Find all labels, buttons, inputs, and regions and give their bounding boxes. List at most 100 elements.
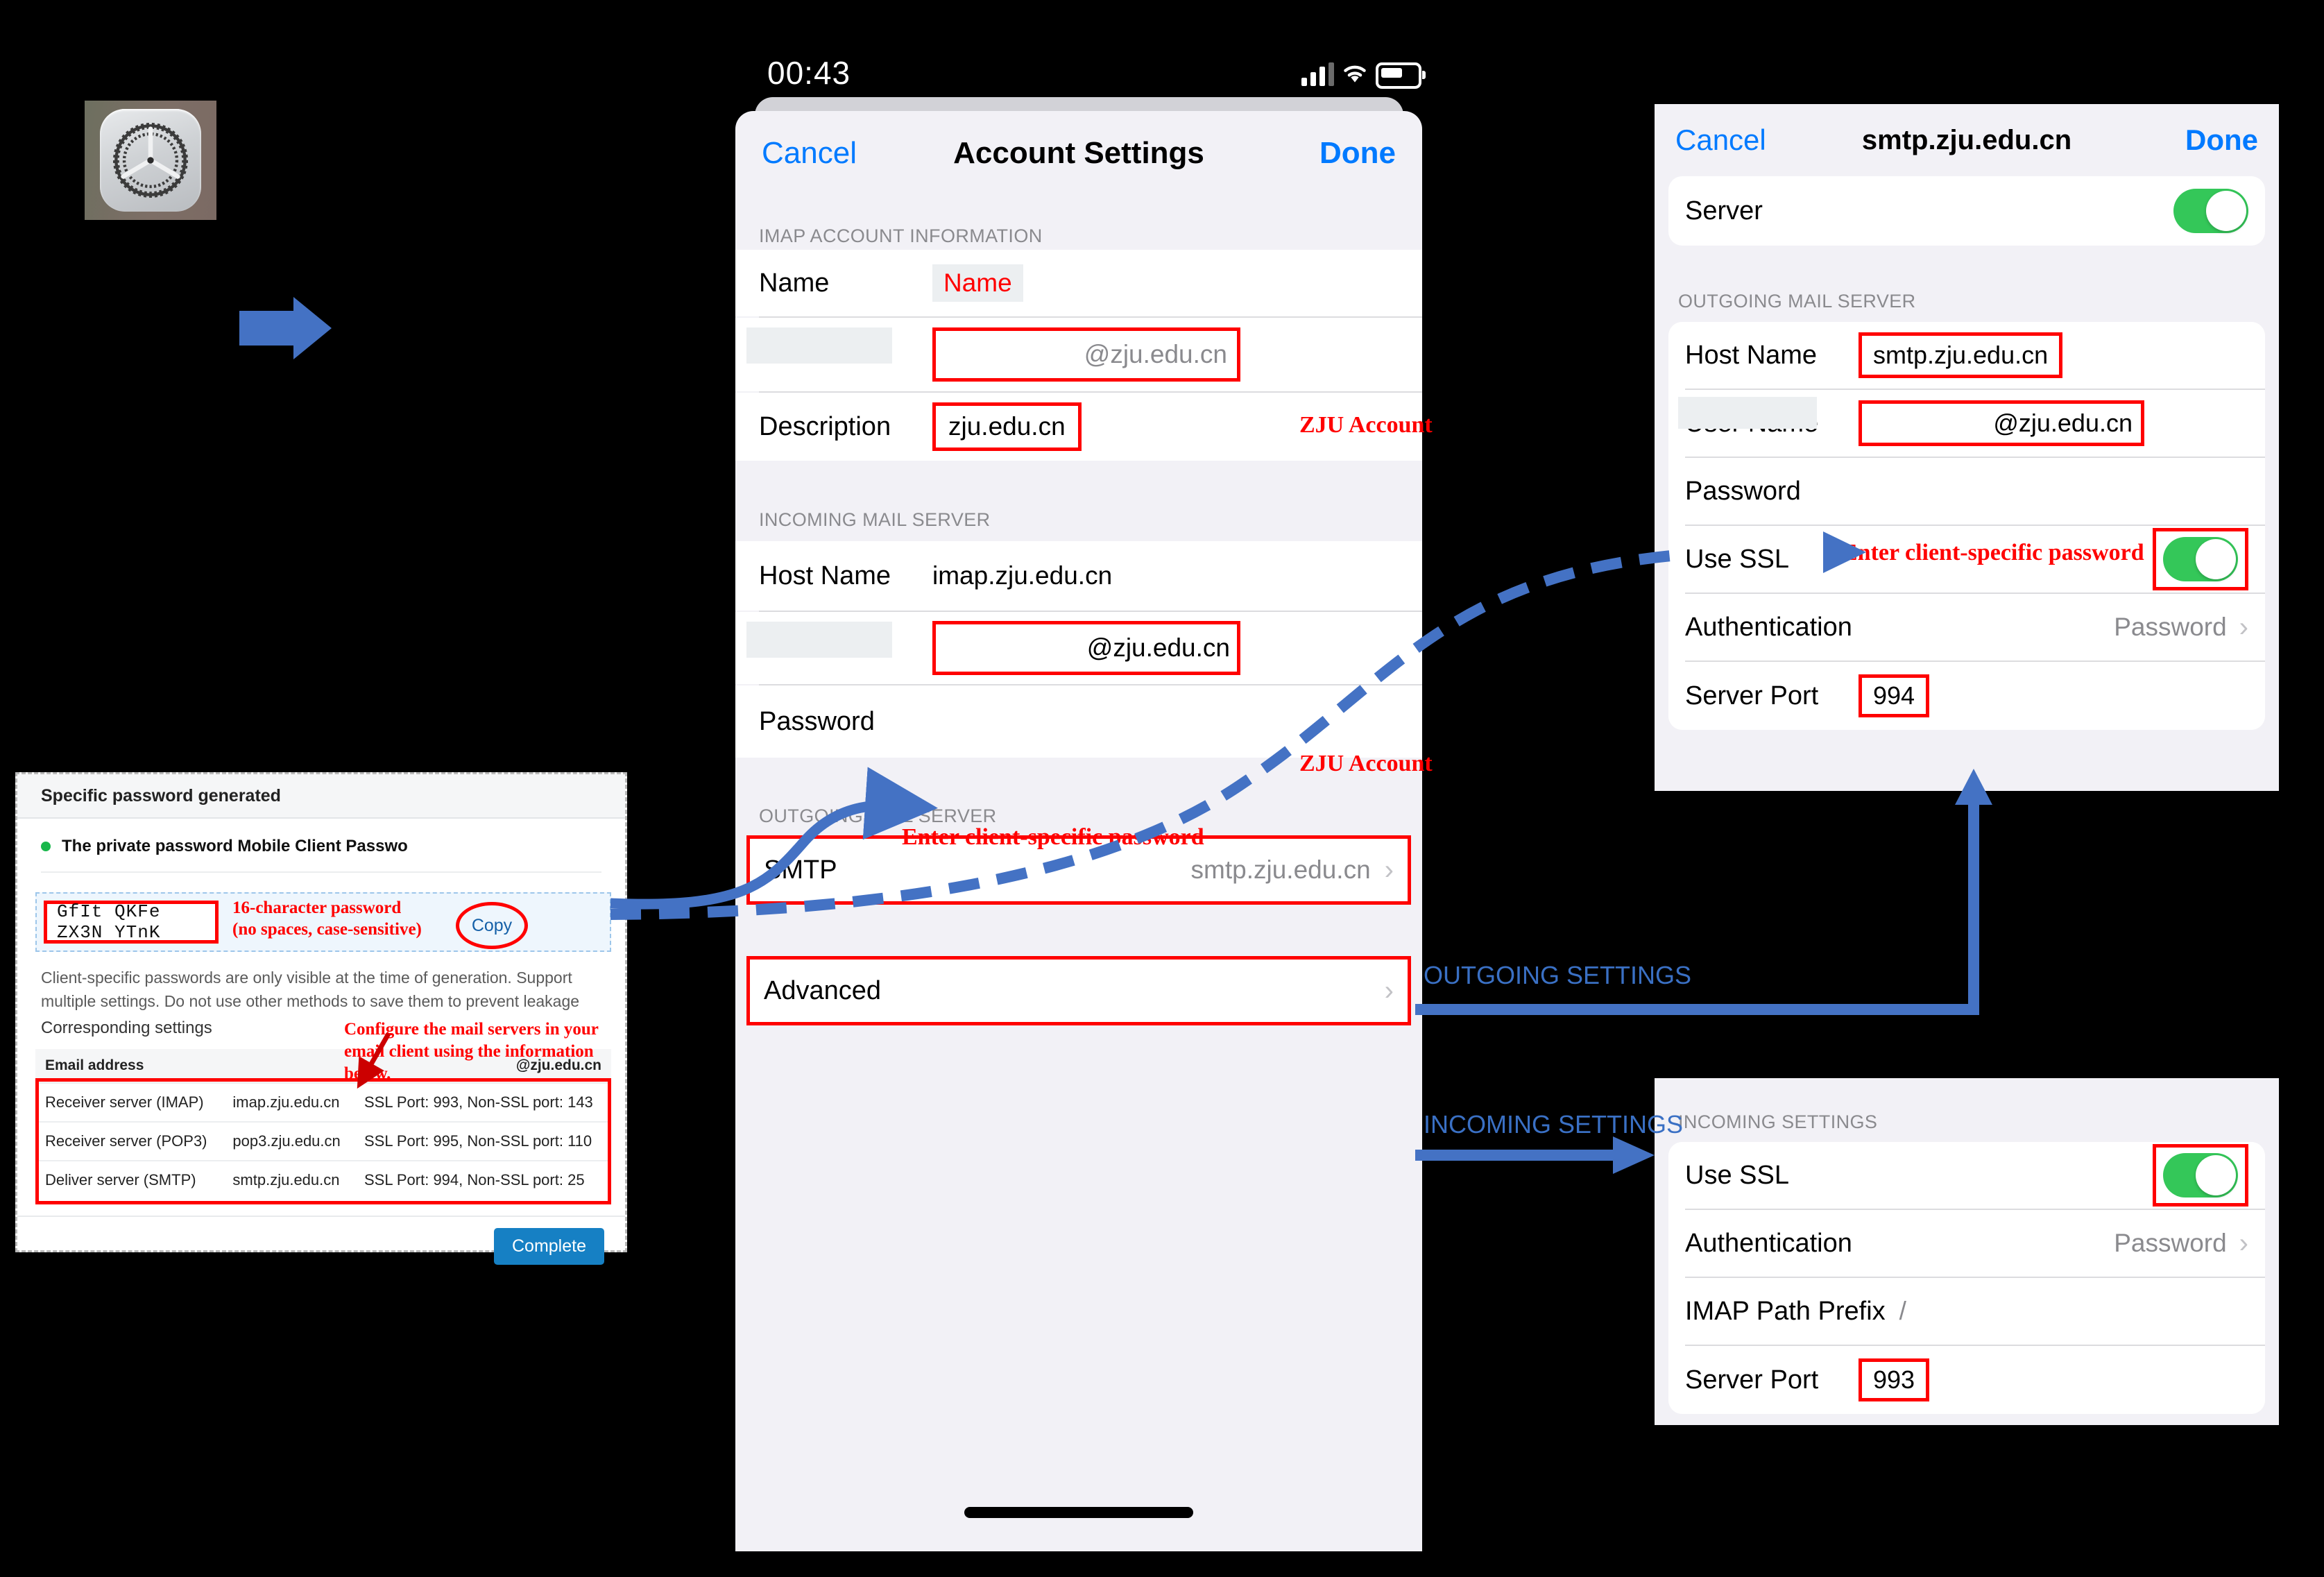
row-imap-path-prefix-value[interactable]: / <box>1899 1297 1906 1325</box>
smtp-settings-panel: Cancel smtp.zju.edu.cn Done Server OUTGO… <box>1655 104 2279 791</box>
smtp-use-ssl-highlight[interactable] <box>2153 528 2248 590</box>
row-advanced[interactable]: Advanced › <box>746 956 1411 1025</box>
section-gap <box>735 905 1422 956</box>
row-description-label: Description <box>759 411 891 441</box>
done-button[interactable]: Done <box>1319 136 1396 170</box>
row-smtp-server-port[interactable]: Server Port 994 <box>1668 662 2265 730</box>
row-divider <box>759 391 1422 393</box>
row-email[interactable]: Email @zju.edu.cn <box>735 318 1422 391</box>
home-indicator <box>964 1507 1193 1518</box>
row-name-label: Name <box>759 268 830 298</box>
status-bar-clock: 00:43 <box>767 55 851 91</box>
cancel-button[interactable]: Cancel <box>762 136 857 170</box>
smtp-done-button[interactable]: Done <box>2185 123 2258 156</box>
row-server-label: Server <box>1685 196 1763 225</box>
copy-button-highlight[interactable]: Copy <box>456 902 528 949</box>
smtp-cancel-button[interactable]: Cancel <box>1675 123 1766 156</box>
row-smtp-password[interactable]: Password <box>1668 458 2265 525</box>
chevron-right-icon: › <box>2239 612 2248 642</box>
row-host-name[interactable]: Host Name imap.zju.edu.cn <box>735 541 1422 611</box>
sheet-navigation-bar: Cancel Account Settings Done <box>735 111 1422 196</box>
email-masked-prefix <box>746 327 892 364</box>
row-advanced-label: Advanced <box>764 975 882 1005</box>
row-incoming-use-ssl[interactable]: Use SSL <box>1668 1142 2265 1209</box>
settings-app-icon <box>85 101 216 220</box>
server-host: smtp.zju.edu.cn <box>223 1160 354 1199</box>
server-ports: SSL Port: 995, Non-SSL port: 110 <box>354 1121 611 1161</box>
annotation-enter-password-phone: Enter client-specific password <box>902 824 1204 850</box>
table-row: Receiver server (POP3) pop3.zju.edu.cn S… <box>35 1121 611 1161</box>
complete-button[interactable]: Complete <box>494 1228 604 1265</box>
row-name[interactable]: Name Name <box>735 250 1422 316</box>
status-bar: 00:43 <box>720 28 1438 91</box>
row-incoming-server-port[interactable]: Server Port 993 <box>1668 1346 2265 1414</box>
generated-password-value[interactable]: GfIt QKFe ZX3N YTnK <box>57 901 161 943</box>
row-divider <box>1685 660 2265 662</box>
table-row: Deliver server (SMTP) smtp.zju.edu.cn SS… <box>35 1160 611 1199</box>
smtp-use-ssl-toggle[interactable] <box>2163 537 2238 581</box>
row-incoming-authentication[interactable]: Authentication Password › <box>1668 1210 2265 1277</box>
row-smtp-server-port-value[interactable]: 994 <box>1873 681 1915 710</box>
server-name: Deliver server (SMTP) <box>35 1160 223 1199</box>
row-user-name[interactable]: User Name @zju.edu.cn <box>735 612 1422 684</box>
row-smtp-use-ssl[interactable]: Use SSL <box>1668 526 2265 593</box>
right-arrow-icon <box>239 297 332 359</box>
row-smtp-use-ssl-label: Use SSL <box>1685 544 1789 574</box>
row-name-value[interactable]: Name <box>943 268 1012 297</box>
generated-password-highlight[interactable]: GfIt QKFe ZX3N YTnK <box>44 901 219 944</box>
incoming-server-port-highlight[interactable]: 993 <box>1859 1358 1930 1401</box>
row-description-value[interactable]: zju.edu.cn <box>948 412 1066 441</box>
chevron-right-icon: › <box>1384 855 1394 885</box>
incoming-use-ssl-toggle[interactable] <box>2163 1153 2238 1197</box>
row-smtp-user-name[interactable]: User Name @zju.edu.cn <box>1668 390 2265 457</box>
row-host-name-value[interactable]: imap.zju.edu.cn <box>932 561 1113 590</box>
row-description[interactable]: Description zju.edu.cn <box>735 393 1422 461</box>
server-host: imap.zju.edu.cn <box>223 1082 354 1122</box>
incoming-settings-panel: INCOMING SETTINGS Use SSL Authentication… <box>1655 1078 2279 1425</box>
row-server-toggle[interactable]: Server <box>1668 176 2265 246</box>
user-name-masked-prefix <box>746 622 892 658</box>
divider <box>41 871 601 873</box>
row-smtp-server-port-label: Server Port <box>1685 681 1819 710</box>
row-smtp-host-name-value[interactable]: smtp.zju.edu.cn <box>1873 341 2049 369</box>
copy-button[interactable]: Copy <box>471 915 513 935</box>
server-ports: SSL Port: 993, Non-SSL port: 143 <box>354 1082 611 1122</box>
smtp-server-port-highlight[interactable]: 994 <box>1859 674 1930 717</box>
row-incoming-server-port-value[interactable]: 993 <box>1873 1365 1915 1394</box>
row-incoming-authentication-label: Authentication <box>1685 1228 1852 1258</box>
email-field-highlight[interactable]: @zju.edu.cn <box>746 327 1240 382</box>
password-annotation: 16-character password (no spaces, case-s… <box>232 897 422 940</box>
row-divider <box>1685 457 2265 458</box>
smtp-host-name-highlight[interactable]: smtp.zju.edu.cn <box>1859 332 2063 378</box>
dialog-bullet-row: The private password Mobile Client Passw… <box>17 819 625 856</box>
row-divider <box>1685 1209 2265 1210</box>
complete-button-wrap[interactable]: Complete <box>494 1228 604 1265</box>
annotation-configure-mail-servers: Configure the mail servers in your email… <box>344 1020 599 1083</box>
dialog-bullet-text: The private password Mobile Client Passw… <box>62 837 408 855</box>
annotation-enter-password-smtp: Enter client-specific password <box>1842 540 2144 565</box>
row-smtp-authentication[interactable]: Authentication Password › <box>1668 594 2265 660</box>
row-user-name-value: @zju.edu.cn <box>1086 633 1230 662</box>
row-smtp-password-label: Password <box>1685 476 1801 506</box>
description-field-highlight[interactable]: zju.edu.cn <box>932 402 1082 451</box>
annotation-zju-account-username: ZJU Account <box>1299 751 1433 776</box>
row-password[interactable]: Password <box>735 685 1422 758</box>
row-divider <box>759 316 1422 318</box>
arrowhead-incoming-panel <box>1613 1136 1655 1174</box>
row-imap-path-prefix[interactable]: IMAP Path Prefix / <box>1668 1278 2265 1345</box>
row-incoming-server-port-label: Server Port <box>1685 1365 1819 1395</box>
corresponding-settings-label: Corresponding settings <box>41 1018 212 1037</box>
smtp-user-name-masked-prefix <box>1678 397 1817 429</box>
server-toggle[interactable] <box>2173 189 2248 233</box>
section-header-incoming-mail-server: INCOMING MAIL SERVER <box>759 509 991 530</box>
annotation-outgoing-settings: OUTGOING SETTINGS <box>1424 961 1692 989</box>
user-name-field-highlight[interactable]: @zju.edu.cn <box>746 621 1240 675</box>
dialog-note: Client-specific passwords are only visib… <box>41 969 580 1010</box>
row-divider <box>1685 389 2265 390</box>
row-divider <box>1685 593 2265 594</box>
row-smtp-host-name[interactable]: Host Name smtp.zju.edu.cn <box>1668 322 2265 389</box>
incoming-rows-group: Use SSL Authentication Password › IMAP P… <box>1668 1142 2265 1414</box>
incoming-use-ssl-highlight[interactable] <box>2153 1144 2248 1207</box>
cellular-bars-icon <box>1301 62 1334 86</box>
smtp-user-name-highlight[interactable]: @zju.edu.cn <box>1678 397 2144 446</box>
